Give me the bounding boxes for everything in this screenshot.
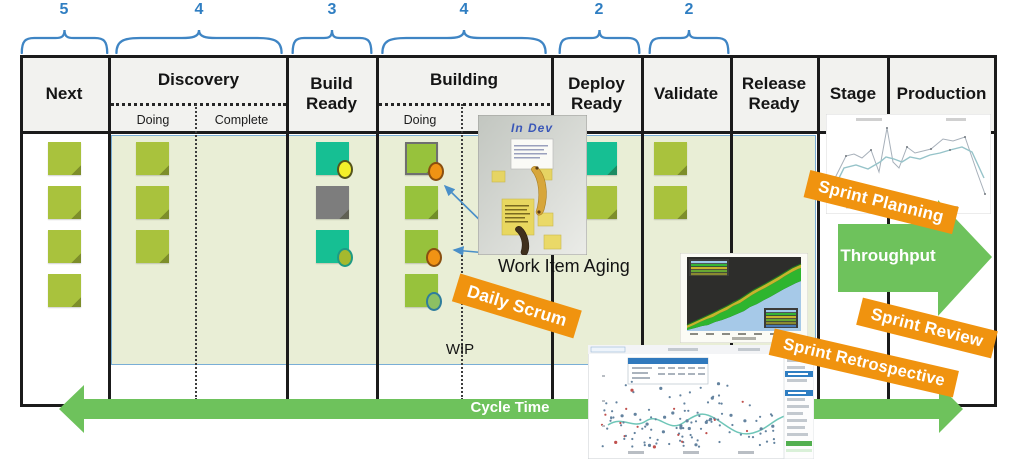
column-header-discovery[interactable]: Discovery <box>157 69 240 89</box>
wip-limit-building: 4 <box>459 1 469 18</box>
wip-label: WIP <box>445 341 475 358</box>
column-header-release-ready[interactable]: Release Ready <box>741 74 807 113</box>
sticky-note-card[interactable] <box>316 186 349 219</box>
wip-limit-discovery: 4 <box>194 1 204 18</box>
sublane-discovery-complete[interactable]: Complete <box>214 112 269 127</box>
wip-limit-next: 5 <box>59 1 69 18</box>
wip-limit-deploy-ready: 2 <box>594 1 604 18</box>
card-fold-corner <box>159 253 169 263</box>
sticky-note-card[interactable] <box>405 230 442 267</box>
card-fold-corner <box>159 209 169 219</box>
table-left-border <box>20 55 23 407</box>
sticky-note-card[interactable] <box>584 186 617 219</box>
divider-validate-releaseready <box>730 55 733 406</box>
column-header-production[interactable]: Production <box>896 83 987 103</box>
sticky-note-card[interactable] <box>654 186 687 219</box>
wip-limit-validate: 2 <box>684 1 694 18</box>
cards-next <box>48 142 81 307</box>
card-fold-corner <box>159 165 169 175</box>
sticky-note-card[interactable] <box>405 274 442 311</box>
divider-next-discovery <box>108 55 111 406</box>
divider-buildready-building <box>376 55 379 406</box>
sticky-note-card[interactable] <box>136 142 169 175</box>
divider-releaseready-stage <box>817 55 820 406</box>
wip-brace-discovery <box>113 28 285 54</box>
discovery-doing-complete-divider <box>195 104 197 400</box>
sticky-note-card[interactable] <box>136 230 169 263</box>
card-status-dot-orange <box>428 162 444 181</box>
cards-deploy-ready <box>584 142 617 219</box>
sticky-note-card[interactable] <box>48 142 81 175</box>
column-header-building[interactable]: Building <box>430 69 498 89</box>
sticky-note-card[interactable] <box>136 186 169 219</box>
card-fold-corner <box>607 209 617 219</box>
cards-discovery-doing <box>136 142 169 263</box>
sublane-building-doing[interactable]: Doing <box>403 112 437 127</box>
column-header-build-ready[interactable]: Build Ready <box>305 74 358 113</box>
cycle-time-arrow <box>59 385 963 433</box>
column-header-stage[interactable]: Stage <box>829 83 877 103</box>
card-fold-corner <box>71 297 81 307</box>
discovery-sublane-divider <box>111 103 286 106</box>
sublane-discovery-doing[interactable]: Doing <box>136 112 170 127</box>
card-status-dot-orange <box>426 248 442 267</box>
card-status-dot-olive <box>337 248 353 267</box>
cards-building-doing <box>405 142 444 311</box>
card-fold-corner <box>339 209 349 219</box>
building-sublane-divider <box>379 103 550 106</box>
table-top-border <box>20 55 997 58</box>
wip-brace-deploy-ready <box>558 28 641 54</box>
sticky-note-card[interactable] <box>405 142 444 181</box>
sticky-note-card[interactable] <box>316 230 353 267</box>
fresh-banana <box>531 166 547 216</box>
sticky-note-card[interactable] <box>48 274 81 307</box>
card-status-dot-ring <box>426 292 442 311</box>
rotten-banana <box>515 226 530 255</box>
cards-validate <box>654 142 687 219</box>
sticky-note-card[interactable] <box>316 142 353 179</box>
wip-brace-validate <box>648 28 730 54</box>
sticky-note-card[interactable] <box>48 230 81 263</box>
column-header-deploy-ready[interactable]: Deploy Ready <box>568 74 625 113</box>
column-header-next[interactable]: Next <box>45 83 83 103</box>
card-fold-corner <box>677 209 687 219</box>
work-item-aging-photo: In Dev <box>478 115 587 255</box>
sticky-note-card[interactable] <box>654 142 687 175</box>
card-fold-corner <box>607 165 617 175</box>
sticky-note-card[interactable] <box>584 142 617 175</box>
cycle-time-scatterplot-thumbnail <box>588 345 814 459</box>
cycle-time-label: Cycle Time <box>470 399 550 416</box>
wip-brace-building <box>379 28 549 54</box>
sticky-note-card[interactable] <box>405 186 438 219</box>
divider-deployready-validate <box>641 55 644 406</box>
card-fold-corner <box>428 209 438 219</box>
column-header-validate[interactable]: Validate <box>653 83 719 103</box>
table-right-border <box>994 55 997 407</box>
work-item-aging-caption: Work Item Aging <box>498 256 630 276</box>
throughput-label: Throughput <box>840 246 936 265</box>
wip-brace-next <box>20 28 109 54</box>
wip-limit-build-ready: 3 <box>327 1 337 18</box>
card-fold-corner <box>677 165 687 175</box>
card-fold-corner <box>71 165 81 175</box>
card-fold-corner <box>71 209 81 219</box>
throughput-arrow <box>838 200 992 316</box>
card-fold-corner <box>71 253 81 263</box>
photo-handwritten-text: In Dev <box>511 121 553 135</box>
wip-brace-build-ready <box>291 28 373 54</box>
sticky-note-card[interactable] <box>48 186 81 219</box>
card-status-dot-yellow <box>337 160 353 179</box>
divider-discovery-buildready <box>286 55 289 406</box>
cumulative-flow-diagram-thumbnail <box>680 253 808 343</box>
cards-build-ready <box>316 142 353 267</box>
